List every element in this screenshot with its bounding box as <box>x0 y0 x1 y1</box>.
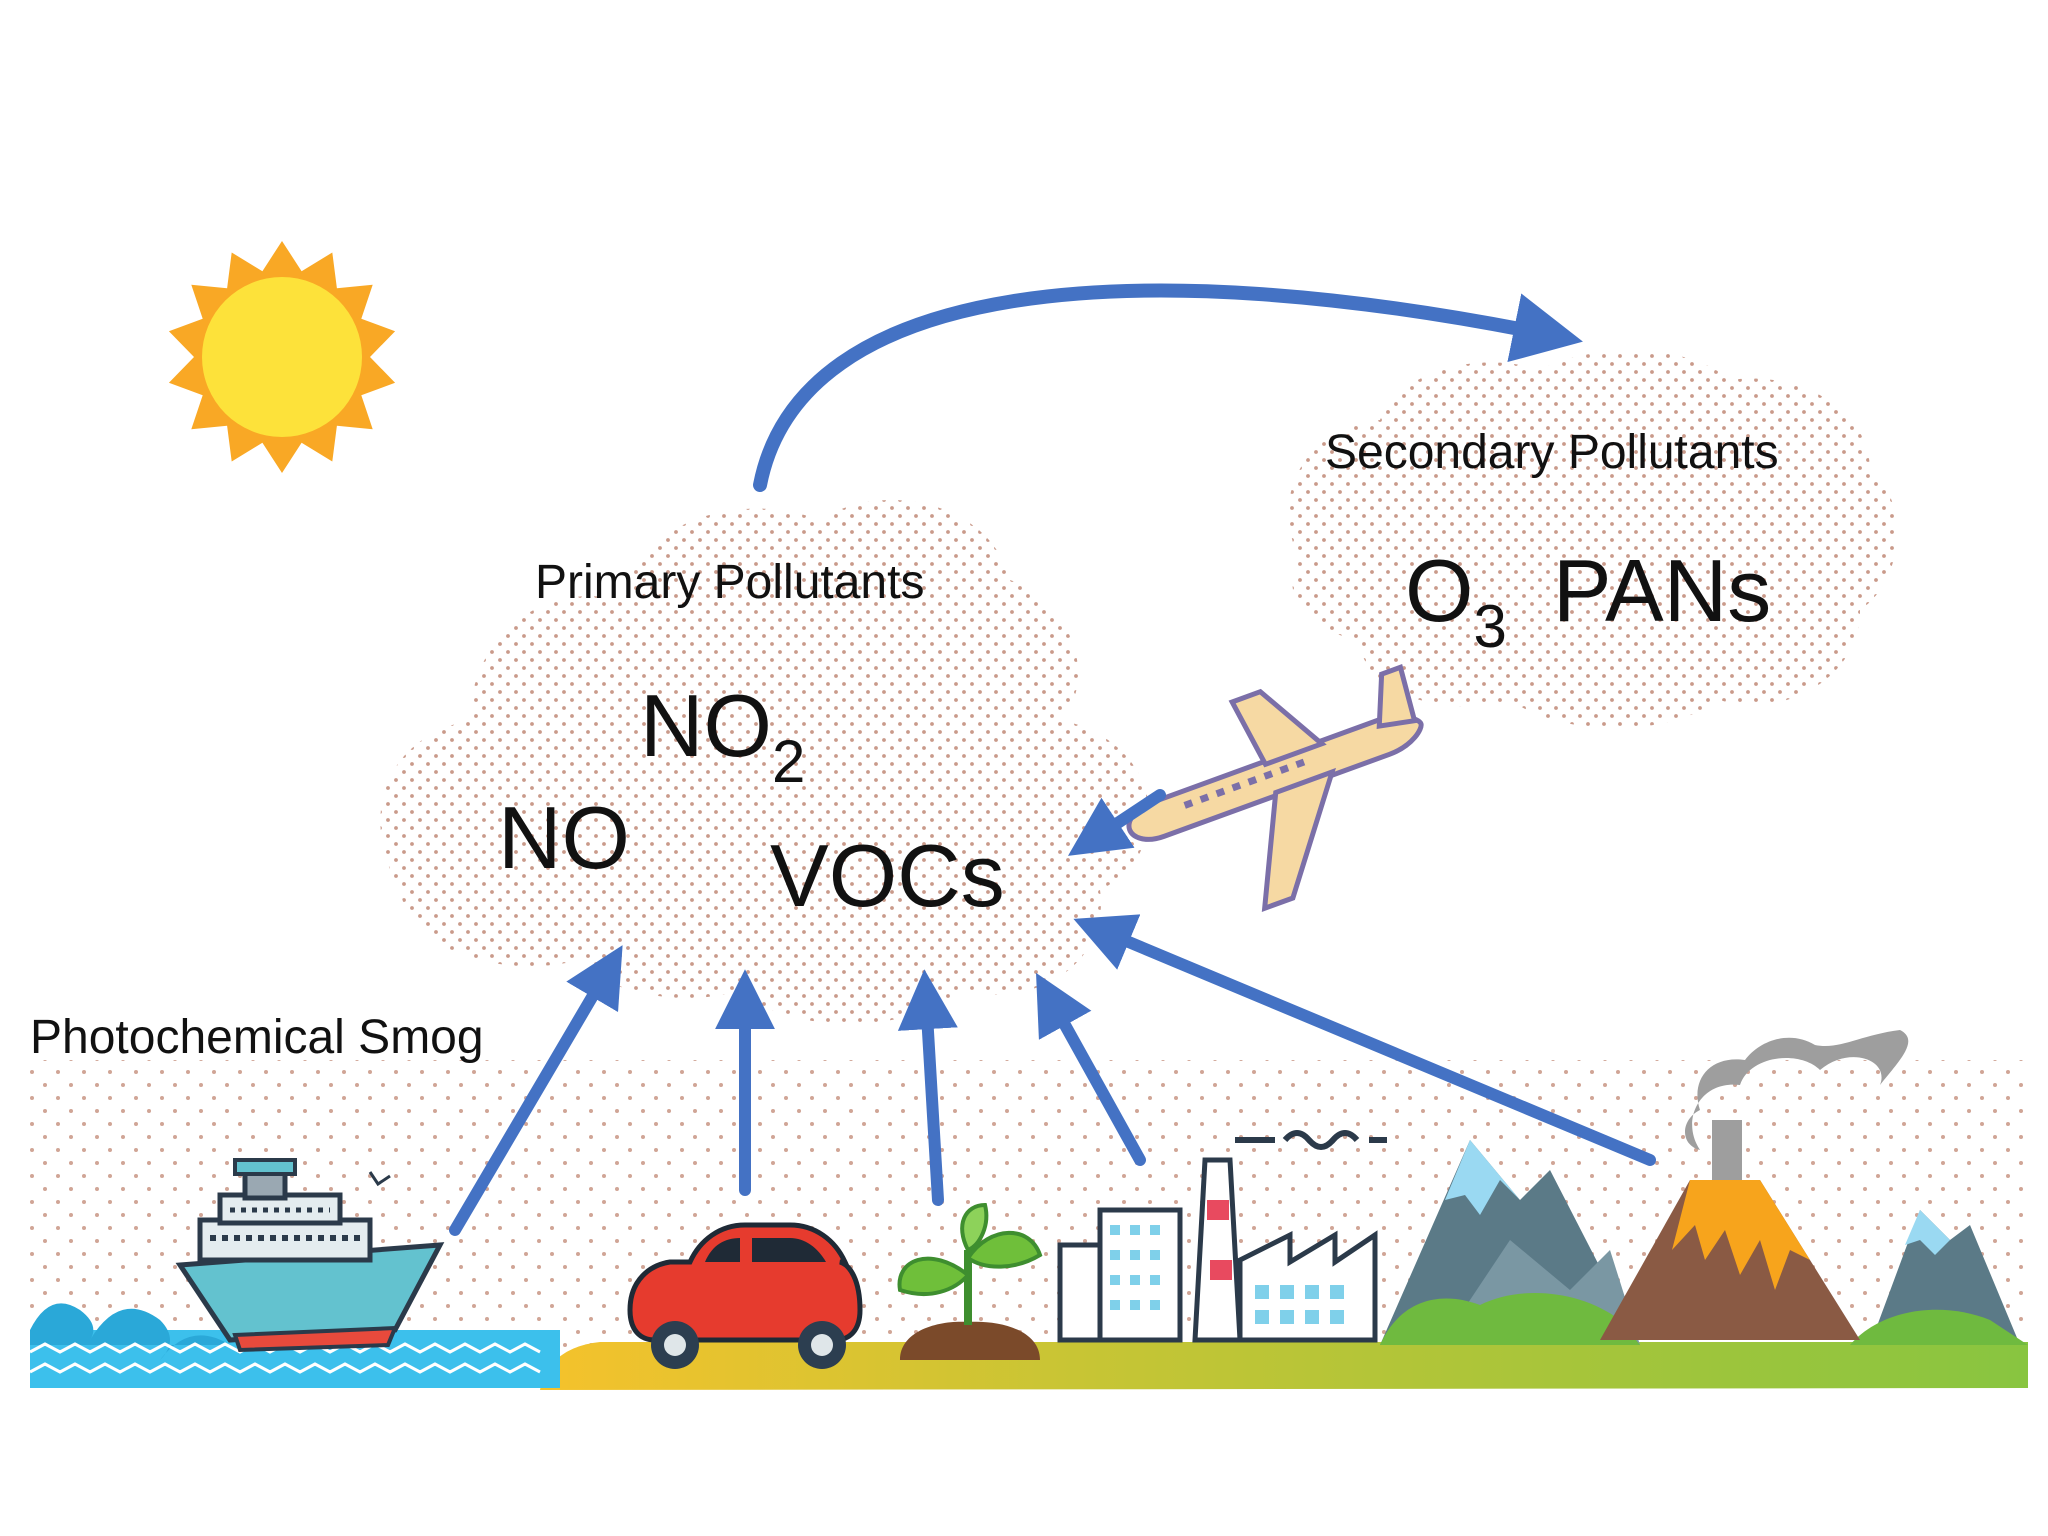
factory-icon <box>1057 1130 1387 1343</box>
no2-subscript: 2 <box>772 728 806 795</box>
arrow-factory <box>1036 972 1146 1166</box>
arrow-plant <box>897 969 958 1206</box>
photochemical-smog-label: Photochemical Smog <box>30 1011 484 1064</box>
volcano-icon <box>1600 1030 1909 1340</box>
arrow-primary-to-secondary <box>753 283 1583 492</box>
no2-label: NO2 <box>640 675 805 795</box>
plant-icon <box>897 1202 1043 1360</box>
arrow-ship <box>449 945 623 1236</box>
vocs-label: VOCs <box>770 826 1005 925</box>
emission-arrows <box>449 789 1656 1236</box>
mountains-icon <box>1380 1140 2028 1345</box>
pans-label: PANs <box>1552 541 1772 640</box>
o3-subscript: 3 <box>1473 593 1507 660</box>
arrow-volcano <box>1073 914 1656 1166</box>
o3-main: O <box>1405 541 1474 640</box>
sun-icon <box>168 241 396 473</box>
arrow-airplane <box>1067 789 1166 856</box>
ground <box>540 1342 2028 1390</box>
primary-pollutants-cloud <box>380 500 1150 1024</box>
o3-pans-label: O3 PANs <box>1405 540 1772 660</box>
car-icon <box>627 1222 863 1369</box>
no2-main: NO <box>640 676 772 775</box>
secondary-pollutants-cloud <box>1288 350 1898 729</box>
no-label: NO <box>498 788 630 887</box>
ship-icon <box>175 1158 445 1353</box>
airplane-icon <box>1126 664 1424 912</box>
primary-pollutants-title: Primary Pollutants <box>535 556 925 609</box>
secondary-pollutants-title: Secondary Pollutants <box>1325 426 1779 479</box>
